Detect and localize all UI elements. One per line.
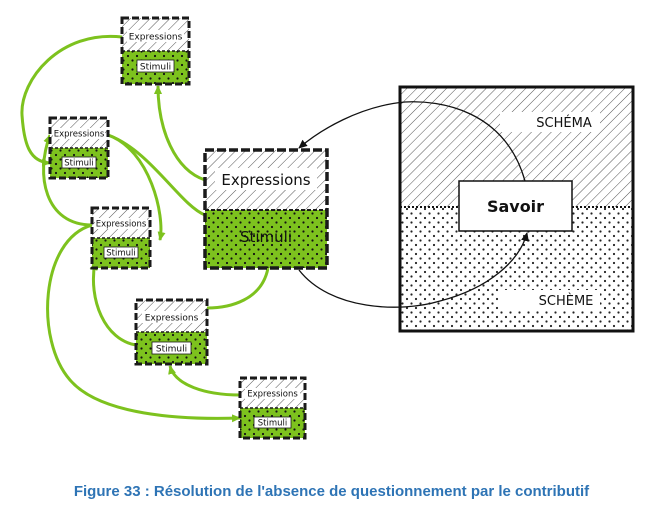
- connector-node3-node5: [46, 223, 241, 423]
- diagram-canvas: Expressions Stimuli Expressions Stimuli …: [20, 16, 635, 440]
- connector-node3-node2: [42, 134, 93, 227]
- small-node-1: Expressions Stimuli: [120, 16, 191, 86]
- green-connectors: [20, 34, 270, 423]
- main-expressions-label: Expressions: [221, 171, 310, 189]
- black-connectors: [298, 101, 529, 308]
- node1-stimuli-label: Stimuli: [140, 63, 171, 73]
- node2-stimuli-label: Stimuli: [64, 159, 93, 169]
- node1-expressions-label: Expressions: [129, 33, 183, 43]
- main-stimuli-label: Stimuli: [240, 228, 292, 246]
- connector-node2-node3: [107, 133, 166, 241]
- small-node-4: Expressions Stimuli: [134, 298, 209, 366]
- small-node-3: Expressions Stimuli: [90, 206, 152, 270]
- node4-expressions-label: Expressions: [145, 314, 199, 324]
- connector-node4-node3: [89, 261, 137, 347]
- connector-node5-node4: [168, 365, 241, 397]
- connector-main-node4: [206, 267, 270, 310]
- arrow-main-to-savoir: [298, 232, 529, 308]
- savoir-label: Savoir: [487, 197, 544, 216]
- node3-expressions-label: Expressions: [96, 220, 147, 230]
- main-node: Expressions Stimuli: [203, 148, 329, 270]
- node4-stimuli-label: Stimuli: [156, 345, 187, 355]
- small-node-5: Expressions Stimuli: [238, 376, 307, 440]
- small-node-2: Expressions Stimuli: [48, 116, 110, 180]
- node5-expressions-label: Expressions: [247, 390, 298, 400]
- node5-stimuli-label: Stimuli: [258, 419, 287, 429]
- figure-caption: Figure 33 : Résolution de l'absence de q…: [73, 483, 590, 500]
- node2-expressions-label: Expressions: [54, 130, 105, 140]
- schema-label: SCHÉMA: [536, 115, 592, 131]
- node3-stimuli-label: Stimuli: [106, 249, 135, 259]
- savoir-box: [458, 180, 573, 232]
- scheme-label: SCHÈME: [539, 293, 594, 309]
- knowledge-box: SCHÉMA SCHÈME Savoir: [398, 85, 635, 333]
- connector-node1-node2: [20, 34, 123, 167]
- arrow-savoir-to-main: [298, 101, 526, 182]
- connector-main-node1: [154, 85, 206, 182]
